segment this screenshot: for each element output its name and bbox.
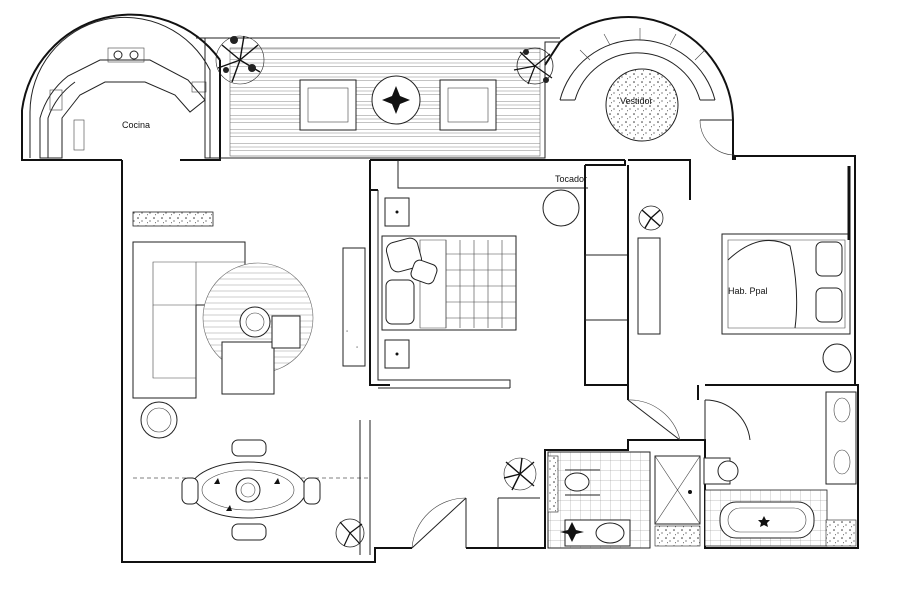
side-table (271, 315, 301, 349)
stove-burner-icon (129, 50, 139, 60)
living-area (132, 211, 371, 555)
pillow (815, 241, 843, 277)
plant-icon (382, 86, 410, 114)
planter-box (132, 211, 214, 227)
round-chair (822, 343, 852, 373)
dining-chair (231, 439, 267, 457)
entrance-door (411, 497, 467, 549)
sink-icon (595, 522, 625, 544)
lamp-table (239, 306, 271, 338)
terrace-armchair (439, 79, 497, 131)
plant-icon (215, 35, 265, 85)
bedroom-secondary: 4 4 Tocador (342, 159, 625, 389)
dresser (637, 237, 661, 335)
svg-text:4: 4 (356, 345, 358, 349)
svg-text:4: 4 (346, 329, 348, 333)
walk-in-closet: Vestidor (559, 28, 736, 156)
sink-icon (49, 89, 63, 111)
room-label-closet: Vestidor (620, 96, 653, 106)
corridor (584, 159, 858, 441)
plant-icon (513, 47, 554, 85)
master-bedroom: Hab. Ppal (637, 166, 852, 373)
bathroom-master (703, 391, 857, 547)
sink-icon (833, 449, 851, 475)
vanity-stool (542, 189, 580, 227)
kitchen: Cocina (29, 16, 211, 159)
toilet (564, 472, 590, 492)
pillow (385, 237, 423, 273)
pillow (385, 279, 415, 325)
room-label-master-bedroom: Hab. Ppal (728, 286, 768, 296)
plant-icon (638, 205, 664, 231)
dining-chair (303, 477, 321, 505)
plant-icon (560, 522, 584, 542)
exterior-walls (21, 13, 859, 563)
dresser (342, 247, 366, 367)
sink-icon (833, 397, 851, 423)
round-stool (140, 401, 178, 439)
pillow (815, 287, 843, 323)
plant-icon (503, 457, 537, 491)
room-label-vanity: Tocador (555, 174, 587, 184)
room-label-kitchen: Cocina (122, 120, 150, 130)
dining-chair (231, 523, 267, 541)
ottoman (221, 341, 275, 395)
double-vanity (825, 391, 857, 485)
stove-burner-icon (113, 50, 123, 60)
plant-icon (335, 518, 365, 548)
terrace-armchair (299, 79, 357, 131)
dining-chair (181, 477, 199, 505)
pillow (410, 259, 438, 285)
closet-round-ottoman (605, 68, 679, 142)
bathroom-secondary (497, 451, 701, 549)
dining-area (181, 439, 365, 548)
terrace (196, 35, 560, 159)
